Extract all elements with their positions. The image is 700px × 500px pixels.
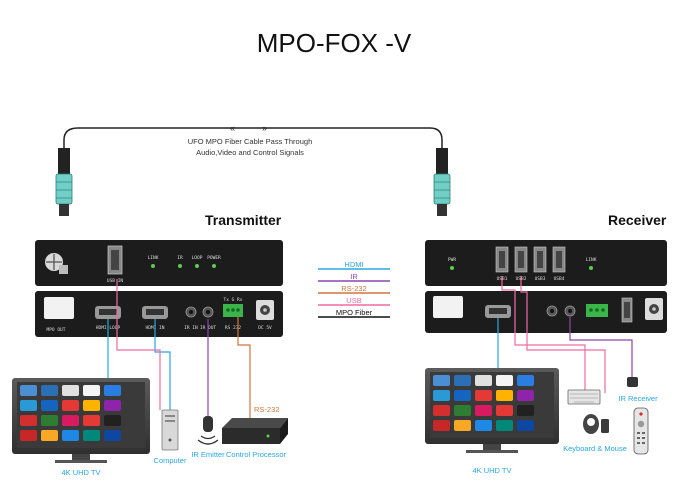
- ir-receiver-label: IR Receiver: [618, 394, 658, 403]
- page-title: MPO-FOX -V: [257, 28, 412, 58]
- tv-rx: 4K UHD TV: [425, 368, 559, 475]
- ir-receiver-icon: [627, 377, 638, 387]
- led-pwr-icon: [450, 266, 454, 270]
- receiver-title: Receiver: [608, 212, 667, 228]
- usb3-label: USB3: [535, 276, 546, 282]
- mpo-connector-rx: [433, 148, 451, 216]
- rx-link-label: LINK: [586, 257, 597, 263]
- control-processor-label: Control Processor: [226, 450, 287, 459]
- led-power-label: POWER: [207, 255, 221, 261]
- computer-device: Computer: [154, 409, 187, 465]
- rs232-label: RS 232: [225, 325, 242, 331]
- mpo-fiber-cable: « » UFO MPO Fiber Cable Pass Through Aud…: [63, 123, 443, 170]
- fiber-caption-line2: Audio,Video and Control Signals: [196, 148, 304, 157]
- led-power-icon: [212, 264, 216, 268]
- legend-ir: IR: [350, 272, 358, 281]
- signal-legend: HDMI IR RS-232 USB MPO Fiber: [318, 260, 390, 318]
- tv-tx-app-tiles: [20, 385, 121, 441]
- usb4-label: USB4: [554, 276, 565, 282]
- fiber-caption-line1: UFO MPO Fiber Cable Pass Through: [188, 137, 313, 146]
- mpo-out-label: MPO OUT: [47, 327, 66, 333]
- receiver-bottom-panel: [425, 291, 667, 333]
- keyboard-icon: [567, 389, 601, 405]
- led-link-icon: [151, 264, 155, 268]
- legend-mpo-fiber: MPO Fiber: [336, 308, 373, 317]
- keyboard-mouse-device: Keyboard & Mouse: [563, 389, 627, 453]
- ir-in-label: IR IN: [184, 325, 198, 331]
- usb-in-label: USB IN: [107, 278, 124, 284]
- ir-receiver-device: IR Receiver: [618, 377, 658, 455]
- led-ir-label: IR: [177, 255, 183, 261]
- control-processor-device: RS-232 Control Processor: [222, 405, 288, 459]
- dc-label: DC 5V: [258, 325, 272, 331]
- rx-cables: [497, 276, 633, 393]
- pwr-label: PWR: [448, 257, 456, 263]
- tv-tx-label: 4K UHD TV: [61, 468, 100, 477]
- settings-badge-icon: [59, 265, 68, 274]
- computer-label: Computer: [154, 456, 187, 465]
- rs232-tag: RS-232: [254, 405, 279, 414]
- led-ir-icon: [178, 264, 182, 268]
- ir-emitter-label: IR Emitter: [191, 450, 225, 459]
- legend-hdmi: HDMI: [344, 260, 363, 269]
- mpo-connector-tx: [55, 148, 73, 216]
- led-rx-link-icon: [589, 266, 593, 270]
- transmitter-bottom-panel: MPO OUT HDMI LOOP HDMI IN IR IN IR OUT T…: [35, 291, 283, 337]
- keyboard-mouse-label: Keyboard & Mouse: [563, 444, 627, 453]
- tv-tx: 4K UHD TV: [12, 378, 150, 477]
- fiber-arrow-left-icon: «: [230, 123, 235, 133]
- led-loop-label: LOOP: [192, 255, 203, 261]
- legend-rs232: RS-232: [341, 284, 366, 293]
- transmitter-top-panel: USB IN LINK IR LOOP POWER: [35, 240, 283, 286]
- tx-cables: [107, 279, 251, 418]
- rs232-pins-label: Tx G Rx: [224, 297, 243, 303]
- legend-usb: USB: [346, 296, 361, 305]
- mpo-in-port: [433, 296, 463, 318]
- tv-rx-label: 4K UHD TV: [472, 466, 511, 475]
- fiber-arrow-right-icon: »: [262, 123, 267, 133]
- led-link-label: LINK: [148, 255, 159, 261]
- usb-stick-icon: [601, 419, 609, 433]
- led-loop-icon: [195, 264, 199, 268]
- transmitter-title: Transmitter: [205, 212, 282, 228]
- receiver-top-panel: PWR USB1 USB2 USB3 USB4 LINK: [425, 240, 667, 286]
- tv-rx-app-tiles: [433, 375, 534, 431]
- ir-emitter-device: IR Emitter: [191, 416, 225, 459]
- mpo-out-port: [44, 297, 74, 319]
